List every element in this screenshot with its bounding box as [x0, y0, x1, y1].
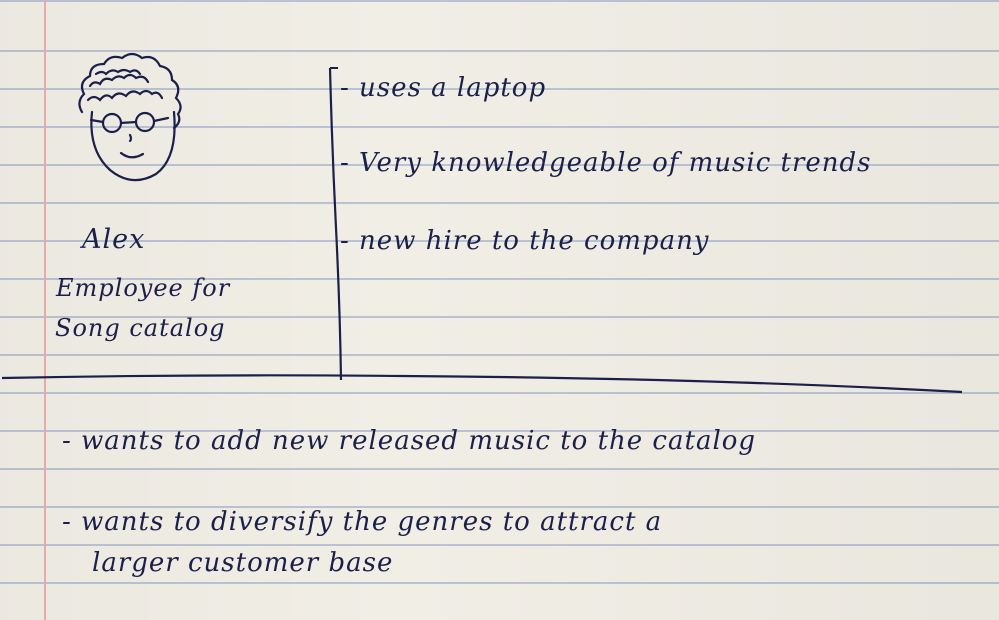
goal-item: - wants to diversify the genres to attra…: [62, 507, 663, 537]
persona-role-line-2: Song catalog: [55, 314, 226, 342]
persona-name: Alex: [82, 224, 146, 255]
persona-role-line-1: Employee for: [56, 274, 231, 302]
trait-item: - new hire to the company: [340, 226, 710, 256]
glasses-icon: [89, 111, 170, 134]
avatar: [78, 52, 182, 182]
vertical-divider: [328, 67, 343, 381]
goal-item: - wants to add new released music to the…: [62, 426, 757, 456]
mouth-smile: [119, 151, 145, 159]
curly-hair-icon: [78, 52, 182, 130]
nose: [128, 133, 133, 143]
face-outline: [90, 110, 176, 182]
horizontal-divider: [1, 374, 963, 394]
margin-line: [44, 0, 46, 620]
trait-item: - Very knowledgeable of music trends: [340, 148, 872, 178]
trait-item: - uses a laptop: [340, 73, 547, 103]
goal-item-continuation: larger customer base: [92, 548, 394, 578]
